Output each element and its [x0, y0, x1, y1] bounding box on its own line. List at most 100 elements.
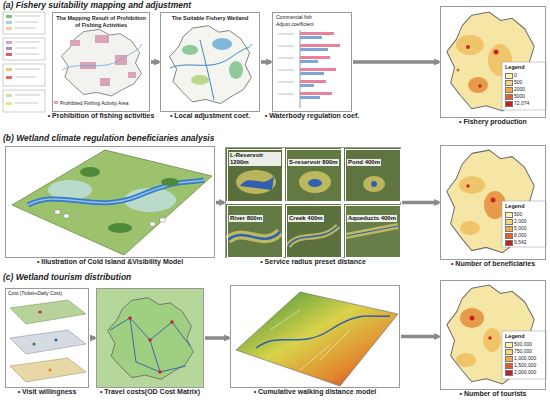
- tile-label: L-Reservoir 1200m: [229, 152, 281, 166]
- panel: • Number of beneficiaries: [440, 145, 546, 260]
- bar: [300, 60, 318, 63]
- county-outline: [108, 298, 194, 380]
- hotspot: [466, 184, 470, 188]
- bar: [300, 92, 332, 95]
- legend-text: 2,000,000: [514, 369, 536, 375]
- river: [62, 44, 142, 70]
- flow-arrow: [216, 201, 224, 205]
- travel-cost-map: [96, 288, 204, 388]
- swatch: [6, 41, 12, 44]
- layer: [10, 300, 86, 324]
- radius: [299, 171, 331, 193]
- flow-arrow: [353, 60, 439, 64]
- water: [240, 176, 274, 190]
- swatch: [6, 47, 12, 50]
- panel: • Illustration of Cold Island &Visibilit…: [5, 146, 215, 258]
- bar: [300, 36, 322, 39]
- site: [54, 338, 57, 341]
- origin: [170, 320, 174, 324]
- panel-caption: • Cumulative walking distance model: [254, 388, 377, 396]
- section-heading: (a) Fishery suitability mapping and adju…: [3, 1, 191, 11]
- legend-title: Legend: [505, 203, 525, 210]
- radius: [288, 226, 338, 246]
- radius: [228, 232, 280, 240]
- bar: [300, 84, 314, 87]
- patch: [229, 61, 243, 79]
- hotspot: [491, 198, 496, 203]
- map-tile: Creek 400m: [286, 205, 342, 258]
- tile-label: River 800m: [229, 215, 263, 222]
- tourists-result-map: [447, 285, 546, 384]
- panel-caption: • Number of beneficiaries: [451, 260, 535, 268]
- panel-title: The Mapping Result of Prohibition of Fis…: [53, 13, 149, 28]
- patch: [468, 77, 488, 93]
- panel-caption: • Travel costs(OD Cost Matrix): [100, 388, 200, 396]
- patch: [460, 308, 484, 328]
- map-ground: [96, 288, 204, 388]
- swatch: [6, 21, 12, 24]
- map-note: Adjust coefficient: [276, 21, 314, 27]
- terrain: [236, 292, 398, 386]
- site: [32, 342, 35, 345]
- panel-caption: • Waterbody regulation coef.: [265, 112, 359, 120]
- water: [371, 181, 377, 187]
- hotspot: [470, 316, 475, 321]
- satellite: [285, 204, 341, 257]
- water: [228, 232, 280, 240]
- legend-text: 1,500,000: [514, 362, 536, 368]
- map-tile: River 800m: [227, 205, 283, 258]
- tile-label: Creek 400m: [288, 215, 324, 222]
- service-radius-grid: [226, 148, 400, 257]
- satellite: [285, 148, 341, 201]
- legend-title: Legend: [505, 64, 525, 71]
- panel: • Service radius preset distanceL-Reserv…: [225, 147, 401, 258]
- legend-text: 500: [514, 211, 522, 217]
- legend-lines: [15, 16, 40, 103]
- bar: [300, 96, 320, 99]
- patch: [460, 221, 480, 235]
- panel-ground: [52, 12, 150, 112]
- legend-swatch: [505, 94, 513, 100]
- legend-text: 72,074: [514, 100, 529, 106]
- legend-swatch: [505, 363, 513, 369]
- swatch: [6, 76, 12, 79]
- flow-arrow: [261, 60, 271, 64]
- section-heading: (b) Wetland climate regulation beneficia…: [3, 134, 214, 144]
- panel-ground: [160, 12, 260, 112]
- legend-text: 5000: [514, 93, 525, 99]
- bar: [300, 44, 340, 47]
- map-note: Cost (Ticket+Daily Cost): [8, 290, 62, 296]
- origin: [158, 370, 162, 374]
- legend-text: 0: [514, 72, 517, 78]
- terrain: [12, 150, 212, 255]
- patch: [95, 35, 109, 43]
- legend-text: 1,000,000: [514, 355, 536, 361]
- layer: [10, 330, 86, 354]
- legend-swatch: [505, 219, 513, 225]
- satellite: [344, 204, 400, 257]
- house: [55, 210, 60, 214]
- legend-ground: [502, 331, 546, 379]
- swatch: [6, 27, 12, 30]
- tree-cluster: [108, 223, 132, 233]
- legend-swatch: [505, 226, 513, 232]
- map-note: Commercial fish: [276, 14, 312, 20]
- river: [170, 40, 252, 100]
- row-marks: [278, 34, 294, 94]
- satellite: [344, 148, 400, 201]
- panel-title: The Suitable Fishery Wetland: [161, 13, 259, 22]
- legend-swatch: [505, 212, 513, 218]
- hotspot: [478, 84, 482, 88]
- legend-swatch: [505, 356, 513, 362]
- legend-swatch: [505, 349, 513, 355]
- flow-arrow: [151, 60, 159, 64]
- panel-caption: • Illustration of Cold Island &Visibilit…: [37, 258, 183, 266]
- panel-caption: • Prohibition of fishing activities: [48, 112, 155, 120]
- flow-arrow: [205, 336, 229, 340]
- coefficient-bars: [272, 12, 352, 112]
- legend-text: 2000: [514, 86, 525, 92]
- legend-text: 5,000: [514, 225, 527, 231]
- water: [308, 179, 322, 187]
- bar: [300, 56, 330, 59]
- patch: [191, 75, 209, 85]
